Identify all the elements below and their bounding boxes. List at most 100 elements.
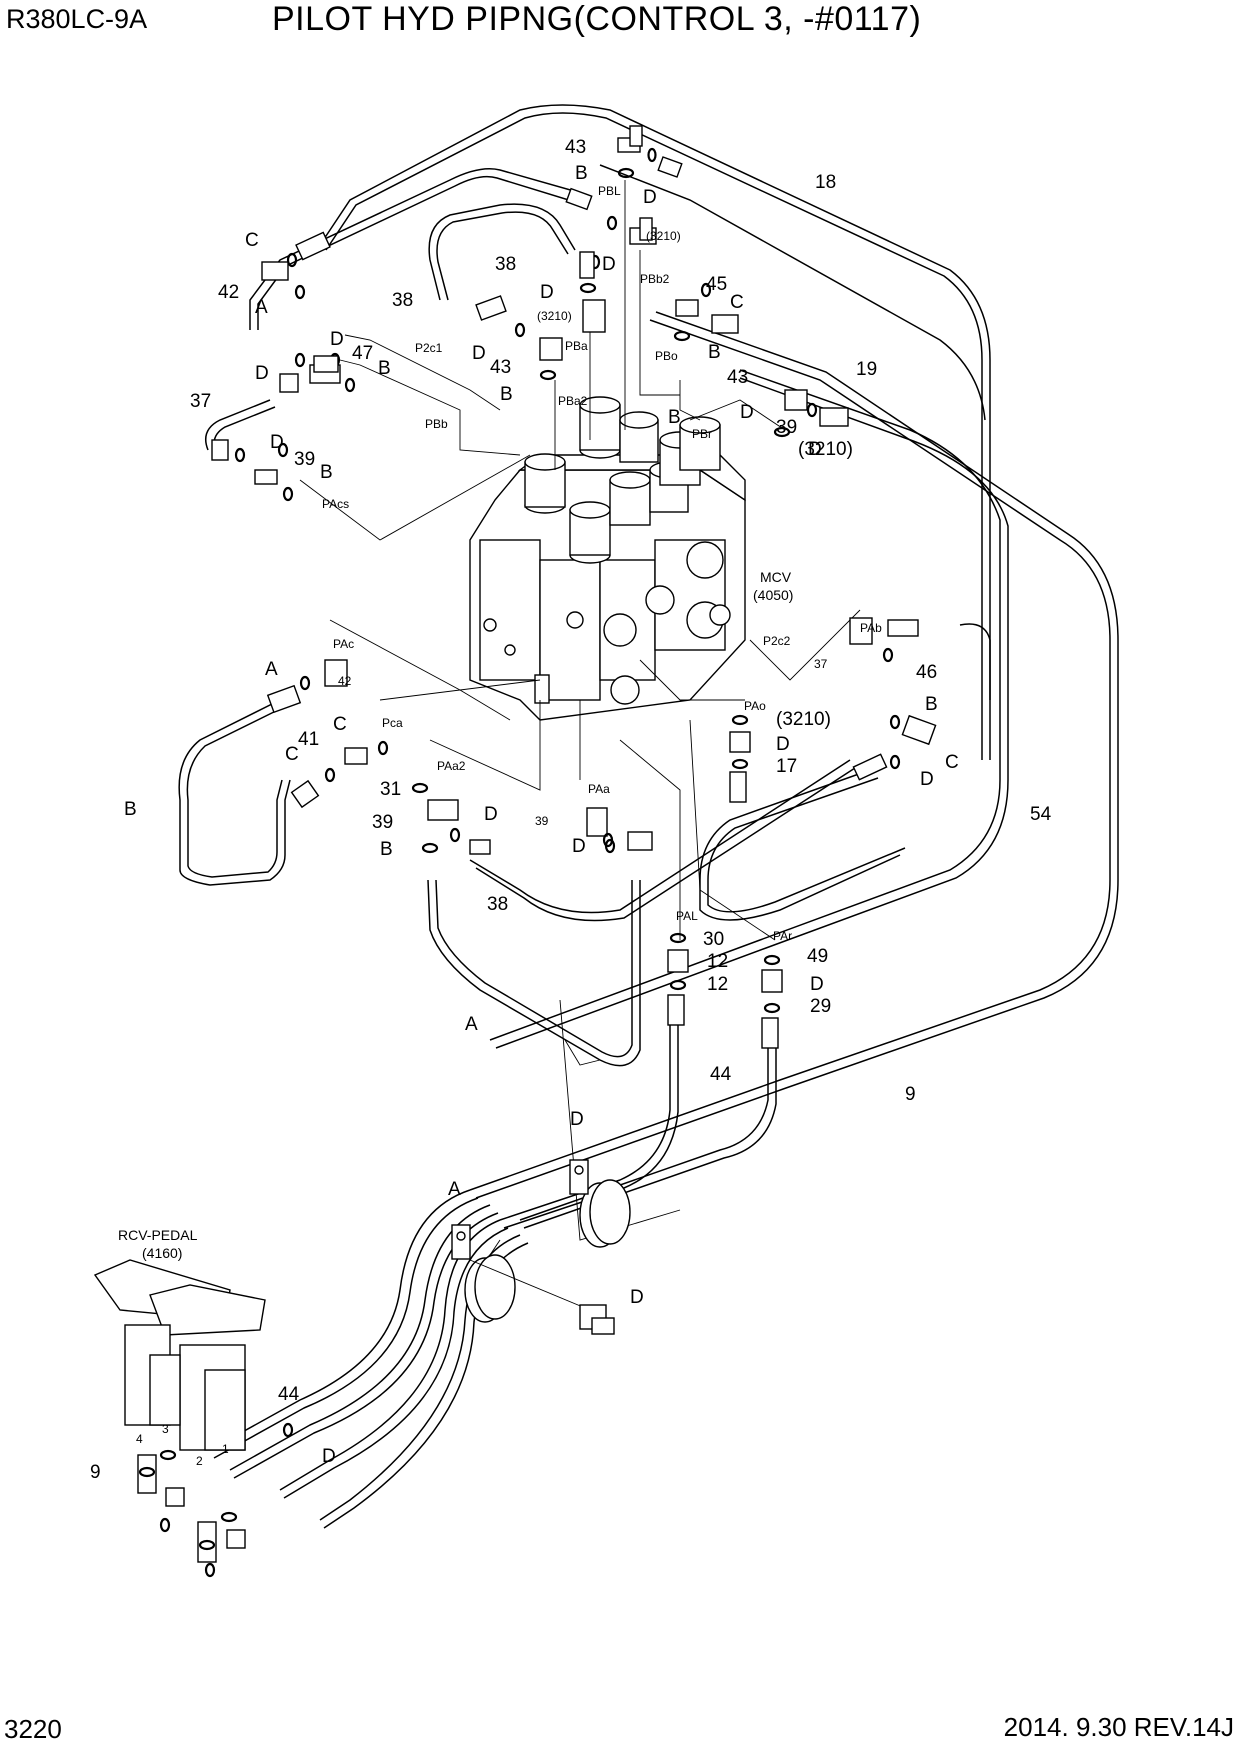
callout: 18	[815, 172, 836, 193]
callout: B	[378, 358, 391, 379]
callout: (3210)	[537, 309, 572, 323]
callout: 29	[810, 996, 831, 1017]
port-label: PAc	[333, 637, 354, 651]
callout: 49	[807, 946, 828, 967]
callout: D	[270, 432, 284, 453]
callout: (3210)	[776, 709, 831, 730]
callout: D	[776, 734, 790, 755]
callout: 37	[814, 657, 828, 671]
callout: 39	[776, 417, 797, 438]
callout: 31	[380, 779, 401, 800]
port-leader-lines	[299, 180, 861, 1271]
port-label: PBL	[598, 184, 621, 198]
callout: B	[380, 839, 393, 860]
port-label: PBa2	[558, 394, 588, 408]
callout: B	[500, 384, 513, 405]
diagram-title: PILOT HYD PIPNG(CONTROL 3, -#0117)	[272, 0, 922, 38]
callout: D	[740, 402, 754, 423]
pedal-port-number: 3	[162, 1422, 169, 1436]
callout: B	[668, 407, 681, 428]
callout: D	[472, 343, 486, 364]
callout: A	[448, 1179, 461, 1200]
page-number: 3220	[4, 1714, 62, 1744]
port-label: PAa	[588, 782, 610, 796]
pedal-port-number: 1	[222, 1442, 229, 1456]
callout: A	[465, 1014, 478, 1035]
fittings-and-o-rings	[211, 125, 937, 1049]
port-label: PAL	[676, 909, 698, 923]
callout: D	[602, 254, 616, 275]
callout: 12	[707, 974, 728, 995]
port-label: P2c1	[415, 341, 443, 355]
main-control-valve	[469, 396, 746, 721]
callout: 39	[535, 814, 549, 828]
callout: C	[730, 292, 744, 313]
callout: 38	[392, 290, 413, 311]
callout: (3210)	[646, 229, 681, 243]
callout: B	[925, 694, 938, 715]
revision-date: 2014. 9.30 REV.14J	[1003, 1712, 1234, 1742]
port-label: Pca	[382, 716, 403, 730]
callout: 37	[190, 391, 211, 412]
callout: 54	[1030, 804, 1052, 825]
callout: 43	[727, 367, 748, 388]
pedal-port-number: 4	[136, 1432, 143, 1446]
rcv-pedal	[93, 1259, 294, 1578]
model-number: R380LC-9A	[6, 4, 148, 34]
callout: B	[124, 799, 137, 820]
callout: B	[575, 163, 588, 184]
callout: (3210)	[798, 439, 853, 460]
callout: 17	[776, 756, 797, 777]
callout: B	[320, 462, 333, 483]
callout: D	[810, 974, 824, 995]
port-label: PBb	[425, 417, 448, 431]
callout: D	[540, 282, 554, 303]
callout: 39	[372, 812, 393, 833]
callout: D	[484, 804, 498, 825]
callout: 44	[710, 1064, 732, 1085]
port-label: PBr	[692, 427, 712, 441]
port-label: P2c2	[763, 634, 791, 648]
callout: 30	[703, 929, 724, 950]
callout: D	[255, 363, 269, 384]
pilot-hoses	[178, 104, 1119, 1529]
callout: D	[322, 1446, 336, 1467]
callout: A	[265, 659, 278, 680]
callout: 19	[856, 359, 877, 380]
callout: C	[285, 744, 299, 765]
callouts: 43 B D 18 C (3210) D 38 42 A 38 D PBb2 4…	[90, 137, 1052, 1483]
callout: 42	[218, 282, 239, 303]
port-label: PBa	[565, 339, 588, 353]
port-label: PAb	[860, 621, 882, 635]
callout: D	[572, 836, 586, 857]
hose-clamps	[451, 1159, 631, 1335]
callout: C	[945, 752, 959, 773]
callout: 9	[905, 1084, 916, 1105]
callout: D	[570, 1109, 584, 1130]
callout: 47	[352, 343, 373, 364]
callout: 12	[707, 951, 728, 972]
callout: D	[643, 187, 657, 208]
callout: D	[630, 1287, 644, 1308]
callout: C	[245, 230, 259, 251]
callout: 41	[298, 729, 319, 750]
callout: A	[255, 297, 268, 318]
port-label: PAa2	[437, 759, 466, 773]
callout: D	[808, 439, 822, 460]
callout: 43	[565, 137, 586, 158]
callout: 39	[294, 449, 315, 470]
callout: 9	[90, 1462, 101, 1483]
rcv-pedal-code: (4160)	[142, 1245, 182, 1261]
callout: 38	[495, 254, 516, 275]
port-label: PBo	[655, 349, 678, 363]
callout: 46	[916, 662, 937, 683]
callout: 42	[338, 674, 352, 688]
port-label: PAr	[773, 929, 792, 943]
callout: 38	[487, 894, 508, 915]
callout: 44	[278, 1384, 300, 1405]
mcv-code: (4050)	[753, 587, 793, 603]
rcv-pedal-label: RCV-PEDAL	[118, 1227, 198, 1243]
mcv-label: MCV	[760, 569, 792, 585]
port-label: PAo	[744, 699, 766, 713]
